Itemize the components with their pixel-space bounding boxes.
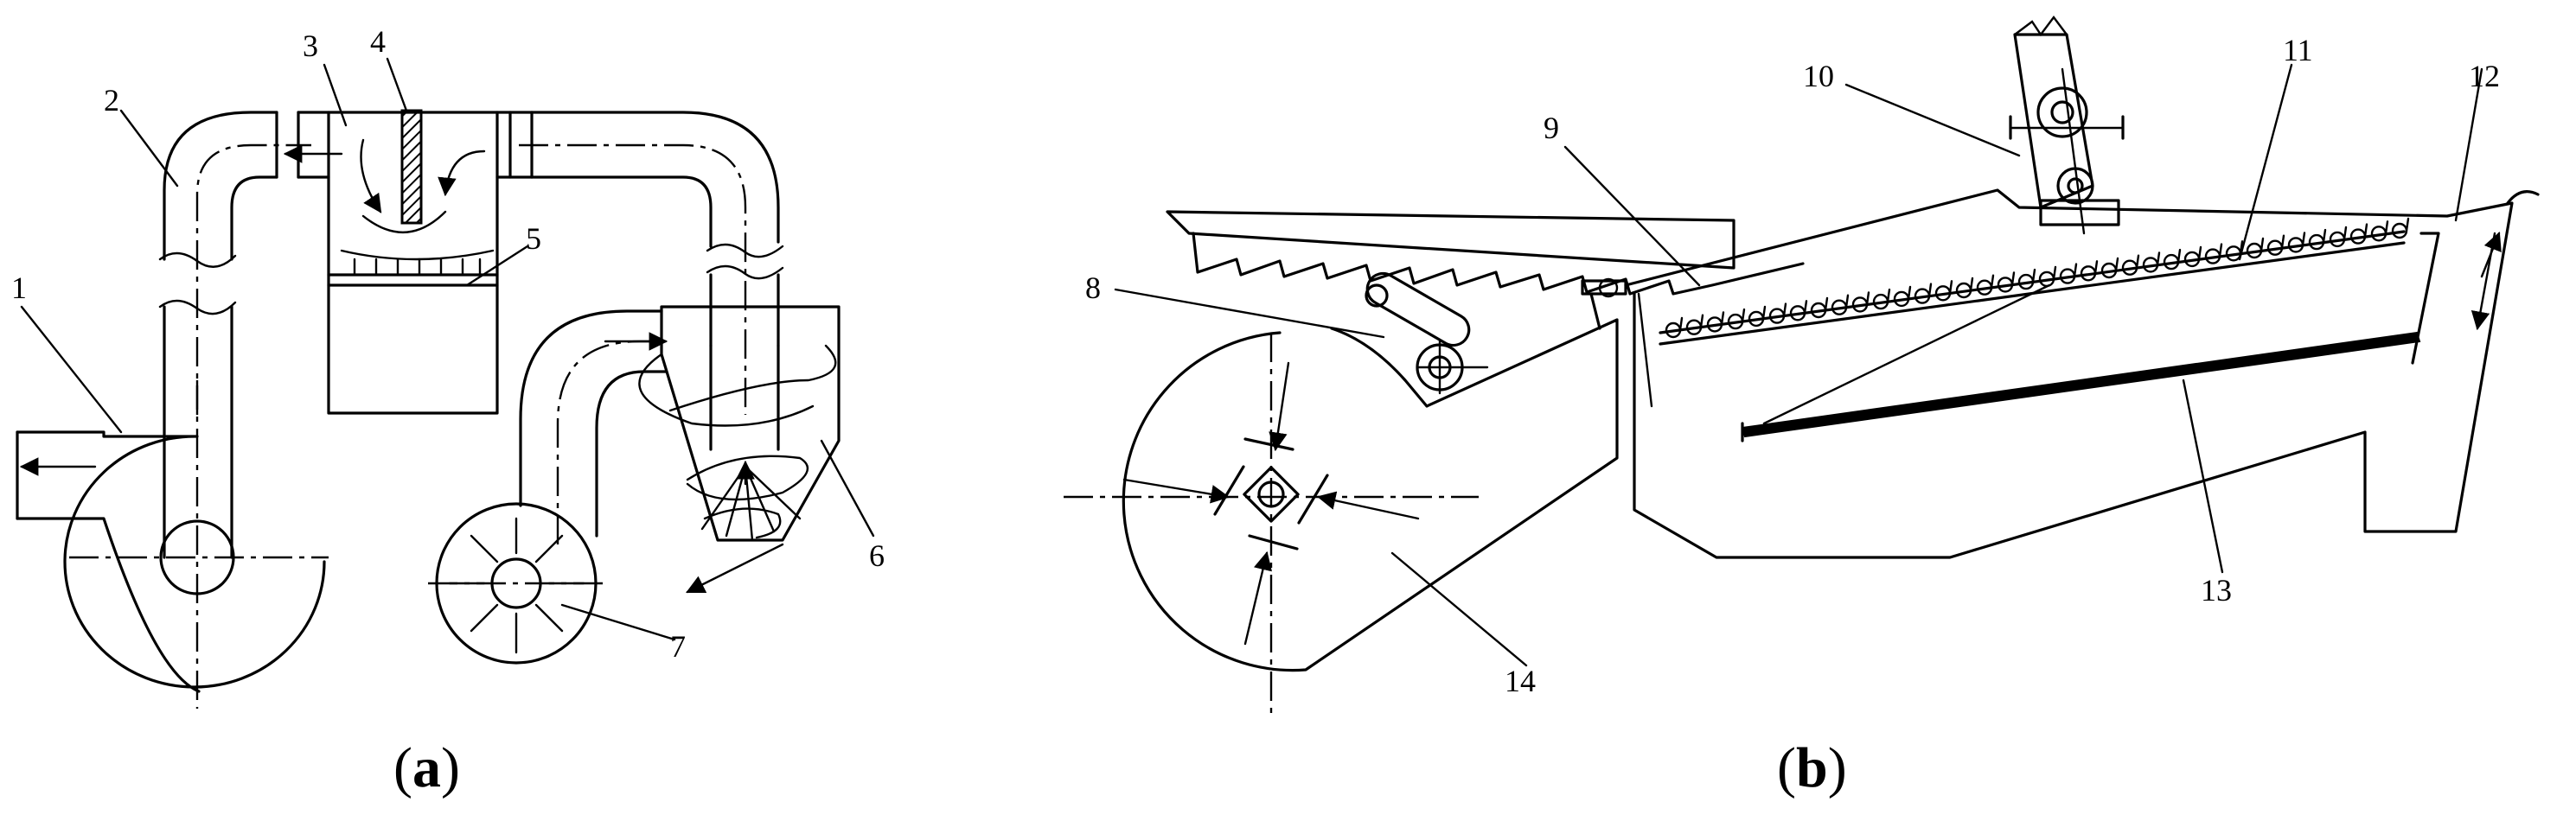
sieve-roller-tab (2218, 243, 2223, 258)
sieve-roller-tab (1761, 305, 1767, 321)
sieve-roller-tab (2197, 245, 2202, 261)
label-11: 11 (2283, 33, 2313, 67)
label-5: 5 (526, 221, 541, 256)
sieve-roller-tab (2156, 251, 2161, 266)
fan-housing-1 (16, 380, 329, 709)
sieve-roller-tab (1969, 277, 1974, 292)
baffle-4 (400, 109, 423, 225)
leaders-a (20, 57, 875, 641)
label-2: 2 (104, 83, 119, 118)
label-4: 4 (370, 24, 386, 59)
sieve-roller-tab (2176, 248, 2182, 264)
label-6: 6 (869, 538, 885, 573)
crank-8 (1365, 271, 1489, 395)
sieve-roller-tab (2405, 217, 2410, 232)
panel-b (1064, 16, 2540, 713)
sieve-roller-tab (2363, 223, 2368, 238)
sieve-roller-tab (1990, 274, 1995, 289)
sieve-roller-tab (2280, 234, 2285, 249)
panel-a (16, 57, 875, 709)
sieve-roller-tab (2135, 254, 2140, 269)
sieve-roller-tab (1782, 302, 1787, 317)
sieve-roller-tab (2114, 257, 2119, 272)
caption-b-letter: b (1796, 736, 1828, 799)
label-9: 9 (1544, 111, 1559, 145)
caption-a-letter: a (412, 736, 441, 799)
sieve-roller-tab (1720, 311, 1725, 326)
flow-arrow-left (360, 138, 382, 213)
leaders-b (1114, 63, 2483, 667)
cyclone-outlet-arrow (686, 543, 784, 594)
upper-sieve-11 (1659, 217, 2410, 346)
sieve-roller-tab (1886, 288, 1891, 303)
label-7: 7 (670, 629, 686, 664)
sieve-roller-tab (2384, 220, 2389, 235)
sieve-roller-tab (1865, 291, 1870, 306)
separator-body-12 (1581, 188, 2540, 559)
screen-ticks-5 (340, 249, 495, 277)
hopper-9 (1166, 210, 1805, 296)
lower-screen-13 (1741, 331, 2421, 442)
label-13: 13 (2201, 573, 2232, 608)
duct-to-cyclone (495, 111, 784, 415)
label-3: 3 (303, 29, 318, 63)
sieve-roller-tab (2260, 237, 2265, 252)
fan-housing-14 (1064, 318, 1619, 713)
label-8: 8 (1085, 270, 1101, 305)
sieve-roller-tab (1907, 285, 1912, 301)
flow-arrow-right (438, 150, 486, 197)
labels: 1 2 3 4 5 6 7 8 9 10 11 12 13 14 (11, 24, 2500, 698)
sieve-roller-tab (2322, 228, 2327, 244)
duct-2 (158, 111, 311, 559)
label-12: 12 (2469, 59, 2500, 93)
sieve-roller-tab (2343, 226, 2348, 241)
label-10: 10 (1803, 59, 1834, 93)
sieve-roller-tab (2301, 232, 2306, 246)
sieve-roller-tab (1948, 280, 1953, 295)
label-14: 14 (1505, 664, 1536, 698)
cyclone-6 (638, 305, 841, 542)
sieve-roller-tab (2010, 271, 2016, 286)
sieve-roller-tab (2073, 263, 2078, 277)
sieve-roller-tab (2052, 265, 2057, 281)
hanger-10 (2009, 16, 2125, 235)
sieve-roller-tab (1678, 316, 1684, 332)
sieve-roller-tab (2031, 268, 2036, 283)
sieve-roller-tab (1927, 283, 1933, 297)
fan-7 (428, 309, 668, 665)
settling-chamber-3 (297, 111, 499, 415)
sieve-roller-tab (1741, 308, 1746, 323)
caption-b: (b) (1777, 736, 1847, 799)
caption-a: (a) (393, 736, 460, 799)
sieve-roller-tab (1699, 314, 1704, 328)
sieve-roller-tab (2093, 260, 2099, 275)
sieve-roller-tab (1824, 296, 1829, 312)
label-1: 1 (11, 270, 27, 305)
sieve-roller-tab (1844, 294, 1850, 309)
sieve-roller-tab (1803, 300, 1808, 315)
svg-text:(b): (b) (1777, 736, 1847, 799)
svg-text:(a): (a) (393, 736, 460, 799)
